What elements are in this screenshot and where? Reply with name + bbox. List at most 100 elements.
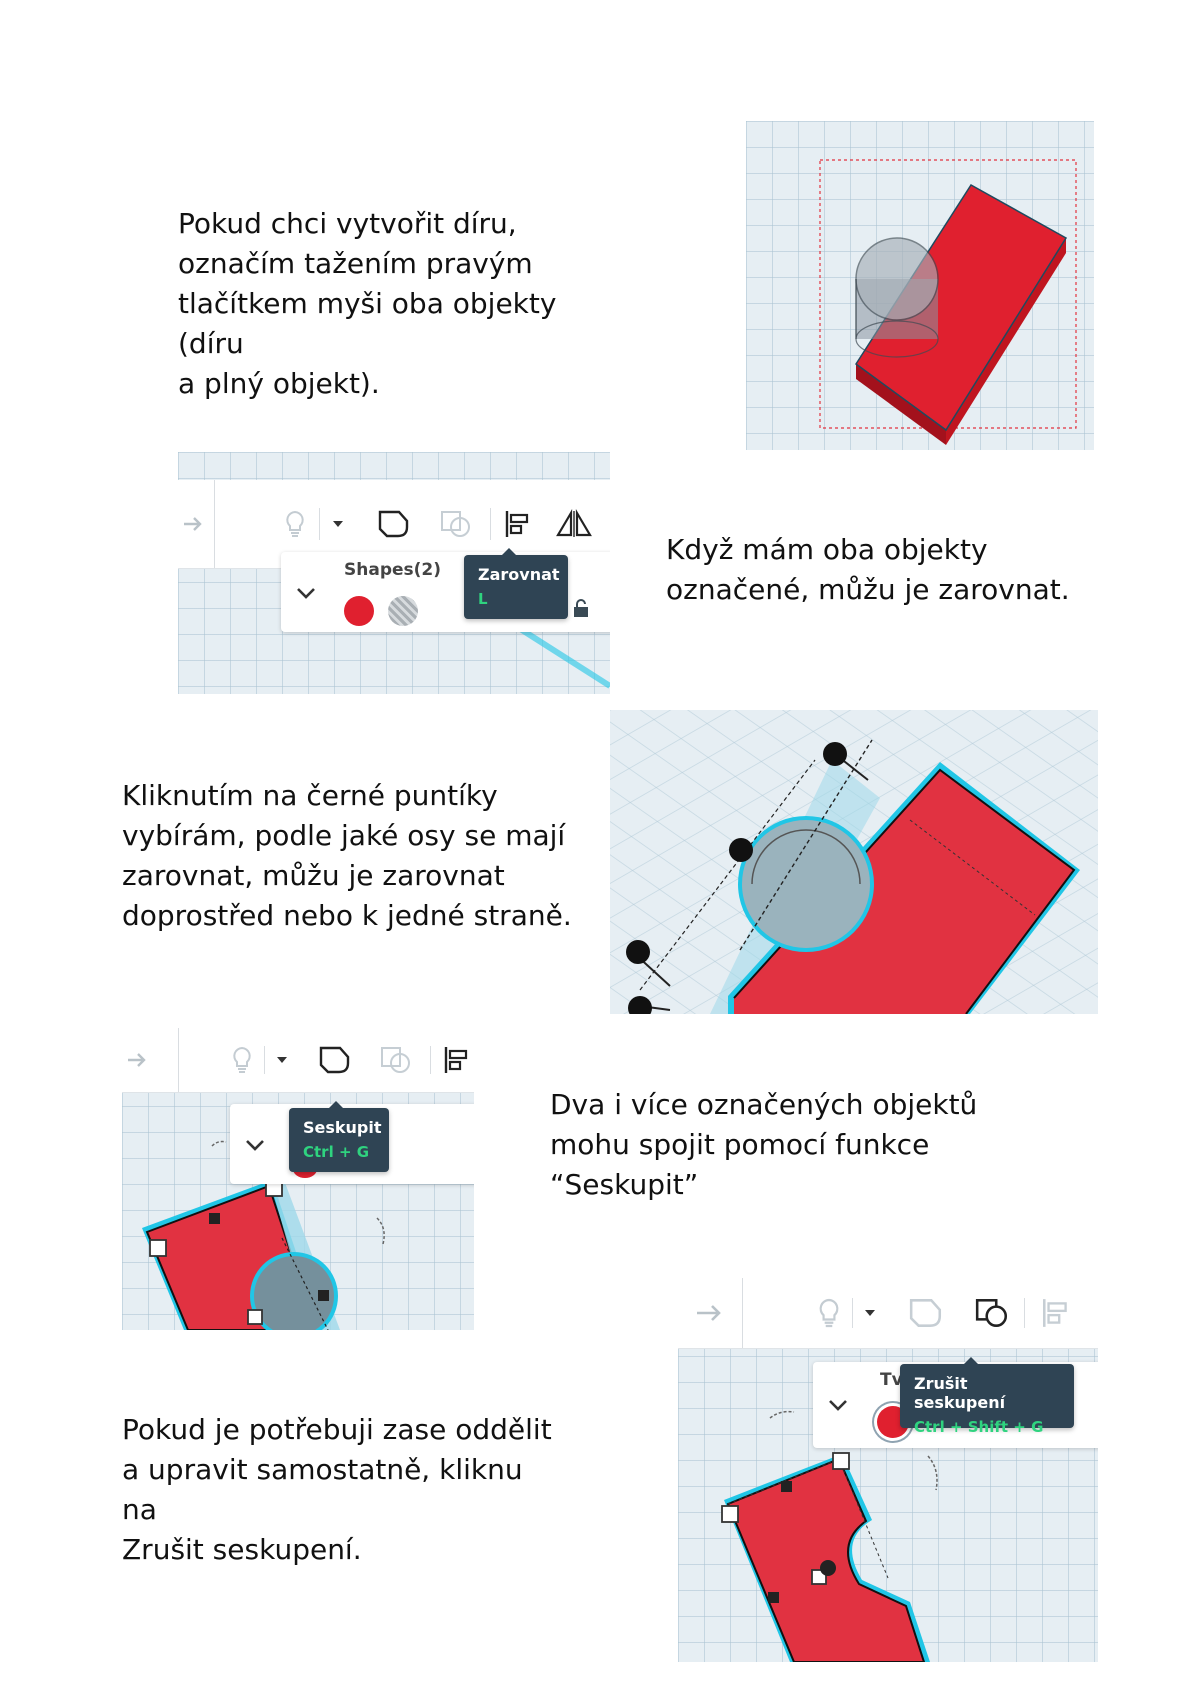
toolbar xyxy=(122,1028,474,1093)
text-line: tlačítkem myši oba objekty (díru xyxy=(178,287,557,360)
text-line: Pokud chci vytvořit díru, xyxy=(178,207,517,240)
redo-button[interactable] xyxy=(178,480,208,568)
solid-box-outline xyxy=(854,184,1068,432)
ungroup-tooltip: Zrušit seskupení Ctrl + Shift + G xyxy=(900,1357,1074,1436)
screenshot-align-handles xyxy=(610,710,1098,1014)
ungroup-icon xyxy=(975,1299,1008,1327)
group-scene xyxy=(142,1140,385,1330)
edge-handle[interactable] xyxy=(820,1560,836,1576)
collapse-chevron-icon[interactable] xyxy=(295,586,317,600)
align-button[interactable] xyxy=(1034,1278,1078,1348)
edge-handle[interactable] xyxy=(768,1592,779,1603)
group-button[interactable] xyxy=(904,1278,948,1348)
selection-scene xyxy=(819,159,1077,445)
ungroup-icon xyxy=(381,1047,410,1073)
toolbar-separator xyxy=(214,480,215,568)
text-line: označím tažením pravým xyxy=(178,247,533,280)
dropdown-button[interactable] xyxy=(326,480,350,568)
toolbar-separator xyxy=(742,1278,743,1348)
shapes-count-label: Shapes(2) xyxy=(344,560,442,580)
hole-cylinder xyxy=(742,820,870,948)
group-icon xyxy=(909,1299,942,1327)
text-line: zarovnat, můžu je zarovnat xyxy=(122,859,505,892)
selection-box xyxy=(819,159,1077,429)
toolbar xyxy=(678,1278,1098,1349)
screenshot-ungroup: Tva Zrušit seskupení Ctrl + Shift + G xyxy=(678,1278,1098,1662)
chevron-down-icon xyxy=(277,1057,287,1063)
text-line: Zrušit seskupení. xyxy=(122,1533,362,1566)
solid-box-top xyxy=(734,770,1074,1014)
tooltip-shortcut: Ctrl + G xyxy=(303,1143,370,1161)
redo-arrow-icon xyxy=(184,517,202,531)
dropdown-button[interactable] xyxy=(270,1028,294,1092)
paragraph-align: Když mám oba objekty označené, můžu je z… xyxy=(666,530,1086,610)
tooltip-title: Zrušit seskupení xyxy=(914,1374,1006,1412)
mirror-icon xyxy=(556,509,592,537)
align-icon xyxy=(1042,1299,1067,1327)
tooltip-title: Seskupit xyxy=(303,1118,382,1137)
paragraph-ungroup: Pokud je potřebuji zase oddělit a upravi… xyxy=(122,1410,562,1570)
hole-color-swatch[interactable] xyxy=(388,596,418,626)
text-line: Když mám oba objekty xyxy=(666,533,988,566)
text-line: Pokud je potřebuji zase oddělit xyxy=(122,1413,552,1446)
align-button[interactable] xyxy=(440,1028,474,1092)
chevron-down-icon xyxy=(865,1310,875,1316)
ungroup-button[interactable] xyxy=(970,1278,1014,1348)
text-line: Dva i více označených objektů xyxy=(550,1088,978,1121)
align-icon xyxy=(444,1047,468,1073)
group-button[interactable] xyxy=(315,1028,355,1092)
hole-cylinder-top xyxy=(855,237,939,321)
box-inner-guide xyxy=(909,819,1036,916)
screenshot-align-toolbar: Shapes(2) Zarovnat L xyxy=(178,452,610,694)
collapse-chevron-icon[interactable] xyxy=(827,1398,849,1412)
align-handle-dot[interactable] xyxy=(626,940,650,964)
text-line: vybírám, podle jaké osy se mají xyxy=(122,819,566,852)
solid-color-swatch[interactable] xyxy=(344,596,374,626)
corner-handle[interactable] xyxy=(247,1309,263,1325)
corner-handle[interactable] xyxy=(149,1239,167,1257)
edge-handle[interactable] xyxy=(781,1481,792,1492)
paragraph-align-handles: Kliknutím na černé puntíky vybírám, podl… xyxy=(122,776,602,936)
align-scene xyxy=(626,739,1080,1014)
tooltip-title: Zarovnat xyxy=(478,565,560,584)
rotation-arc xyxy=(376,1217,385,1245)
screenshot-selection xyxy=(746,121,1094,450)
hint-button[interactable] xyxy=(227,1028,257,1092)
redo-button[interactable] xyxy=(122,1028,152,1092)
ungroup-icon xyxy=(441,511,470,537)
edge-handle[interactable] xyxy=(209,1213,220,1224)
collapse-chevron-icon[interactable] xyxy=(244,1138,266,1152)
align-handle-dot[interactable] xyxy=(628,996,652,1014)
text-line: Kliknutím na černé puntíky xyxy=(122,779,498,812)
dropdown-button[interactable] xyxy=(858,1278,882,1348)
toolbar-separator xyxy=(319,508,320,540)
text-line: označené, můžu je zarovnat. xyxy=(666,573,1070,606)
lock-icon[interactable] xyxy=(573,598,589,618)
mirror-button[interactable] xyxy=(552,480,596,568)
align-handle-dot[interactable] xyxy=(729,838,753,862)
corner-handle[interactable] xyxy=(832,1452,850,1470)
ungroup-scene xyxy=(721,1410,938,1662)
edge-handle[interactable] xyxy=(318,1290,329,1301)
paragraph-group: Dva i více označených objektů mohu spoji… xyxy=(550,1085,990,1205)
text-line: doprostřed nebo k jedné straně. xyxy=(122,899,572,932)
align-button[interactable] xyxy=(498,480,538,568)
ungroup-button[interactable] xyxy=(376,1028,416,1092)
rotation-arc xyxy=(769,1410,795,1419)
hint-button[interactable] xyxy=(280,480,310,568)
redo-button[interactable] xyxy=(692,1278,726,1348)
align-handle-dot[interactable] xyxy=(823,742,847,766)
lightbulb-icon xyxy=(233,1046,251,1073)
toolbar-separator xyxy=(1024,1298,1025,1328)
toolbar-separator xyxy=(490,508,491,540)
corner-handle[interactable] xyxy=(721,1505,739,1523)
text-line: mohu spojit pomocí funkce xyxy=(550,1128,930,1161)
solid-box-front xyxy=(946,238,1066,445)
lightbulb-icon xyxy=(819,1298,839,1328)
group-button[interactable] xyxy=(374,480,414,568)
ungroup-button[interactable] xyxy=(436,480,476,568)
align-tooltip: Zarovnat L xyxy=(464,548,568,619)
hint-button[interactable] xyxy=(814,1278,844,1348)
solid-box-side xyxy=(856,364,946,445)
text-line: a upravit samostatně, kliknu na xyxy=(122,1453,523,1526)
